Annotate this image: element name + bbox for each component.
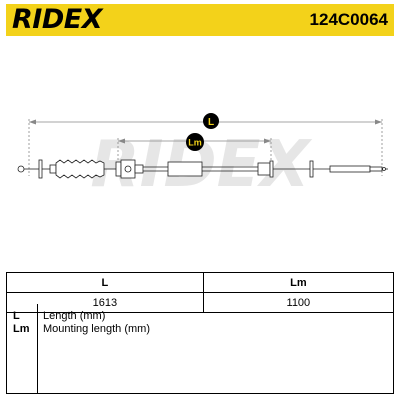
badge-L bbox=[203, 113, 219, 129]
badge-Lm-label: Lm bbox=[188, 138, 202, 148]
badge-L-label: L bbox=[208, 117, 214, 128]
value-Lm: 1100 bbox=[202, 292, 395, 313]
table-header-Lm: Lm bbox=[202, 272, 395, 293]
legend-desc-L: Length (mm) bbox=[43, 310, 106, 322]
table-header-row: L Lm bbox=[6, 272, 395, 293]
legend-abbr-L: L bbox=[13, 310, 20, 322]
legend-divider bbox=[37, 304, 38, 393]
value-L: 1613 bbox=[6, 292, 204, 313]
legend: L Length (mm) Lm Mounting length (mm) bbox=[6, 304, 394, 394]
header-bar: RIDEX 124C0064 bbox=[6, 4, 394, 36]
legend-abbr-Lm: Lm bbox=[13, 323, 30, 335]
cable-diagram: RIDEX L Lm bbox=[17, 113, 388, 202]
table-header-L: L bbox=[6, 272, 204, 293]
part-number: 124C0064 bbox=[309, 10, 388, 29]
brand-logo: RIDEX bbox=[12, 4, 103, 35]
dimension-table: L Lm 1613 1100 bbox=[6, 272, 395, 313]
table-row: 1613 1100 bbox=[6, 292, 395, 313]
badge-Lm bbox=[186, 133, 204, 151]
legend-desc-Lm: Mounting length (mm) bbox=[43, 323, 150, 335]
brake-cable bbox=[17, 159, 388, 179]
